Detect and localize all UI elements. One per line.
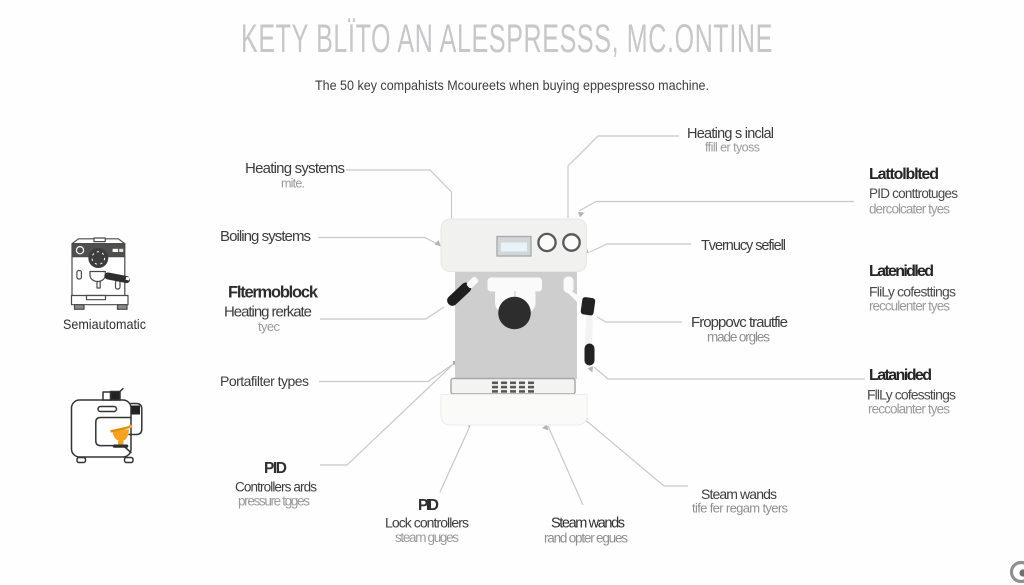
svg-text:made orgles: made orgles <box>707 330 770 345</box>
svg-text:Controllers ards: Controllers ards <box>235 480 317 495</box>
svg-text:dercolcater tyes: dercolcater tyes <box>869 202 950 217</box>
svg-text:Steam wands: Steam wands <box>551 516 625 532</box>
svg-text:ffill er tyoss: ffill er tyoss <box>705 141 760 155</box>
svg-text:Lock controllers: Lock controllers <box>385 515 469 531</box>
svg-text:PID: PID <box>418 497 439 514</box>
svg-text:mite.: mite. <box>281 177 305 191</box>
svg-text:KETY BLÏTO AN ALESPRESSS, MC.O: KETY BLÏTO AN ALESPRESSS, MC.ONTINE <box>241 17 773 61</box>
svg-text:Heating systems: Heating systems <box>245 160 345 177</box>
svg-text:reccolanter tyes: reccolanter tyes <box>868 402 950 417</box>
svg-text:PID conttrotuges: PID conttrotuges <box>869 186 958 201</box>
svg-text:Heating s inclal: Heating s inclal <box>687 126 774 142</box>
svg-text:Latenidled: Latenidled <box>869 263 934 280</box>
svg-text:Semiautomatic: Semiautomatic <box>63 316 146 332</box>
svg-text:PID: PID <box>264 460 287 477</box>
svg-text:pressure tgges: pressure tgges <box>238 494 310 509</box>
svg-text:Tvernucy sefiell: Tvernucy sefiell <box>701 238 786 254</box>
svg-text:Fltermoblock: Fltermoblock <box>228 284 319 302</box>
svg-text:tyec: tyec <box>258 319 281 334</box>
svg-text:Lattolblted: Lattolblted <box>869 166 939 183</box>
svg-text:FliLy cofesttings: FliLy cofesttings <box>869 284 956 300</box>
svg-text:tife fer regam tyers: tife fer regam tyers <box>692 501 789 516</box>
svg-text:Boiling systems: Boiling systems <box>220 228 311 245</box>
svg-text:Steam wands: Steam wands <box>701 486 777 502</box>
svg-text:steam guges: steam guges <box>395 530 459 545</box>
svg-text:FllLy cofesstings: FllLy cofesstings <box>867 387 956 403</box>
svg-text:Portafilter types: Portafilter types <box>220 373 309 389</box>
svg-text:rand opter egues: rand opter egues <box>544 531 628 546</box>
svg-text:recculenter tyes: recculenter tyes <box>869 299 950 314</box>
svg-text:Heating rerkate: Heating rerkate <box>224 304 312 321</box>
svg-text:Froppovc trautfie: Froppovc trautfie <box>691 314 788 331</box>
svg-text:The 50 key compahists Mcoureet: The 50 key compahists Mcoureets when buy… <box>315 77 709 93</box>
svg-text:Latanided: Latanided <box>869 367 932 384</box>
